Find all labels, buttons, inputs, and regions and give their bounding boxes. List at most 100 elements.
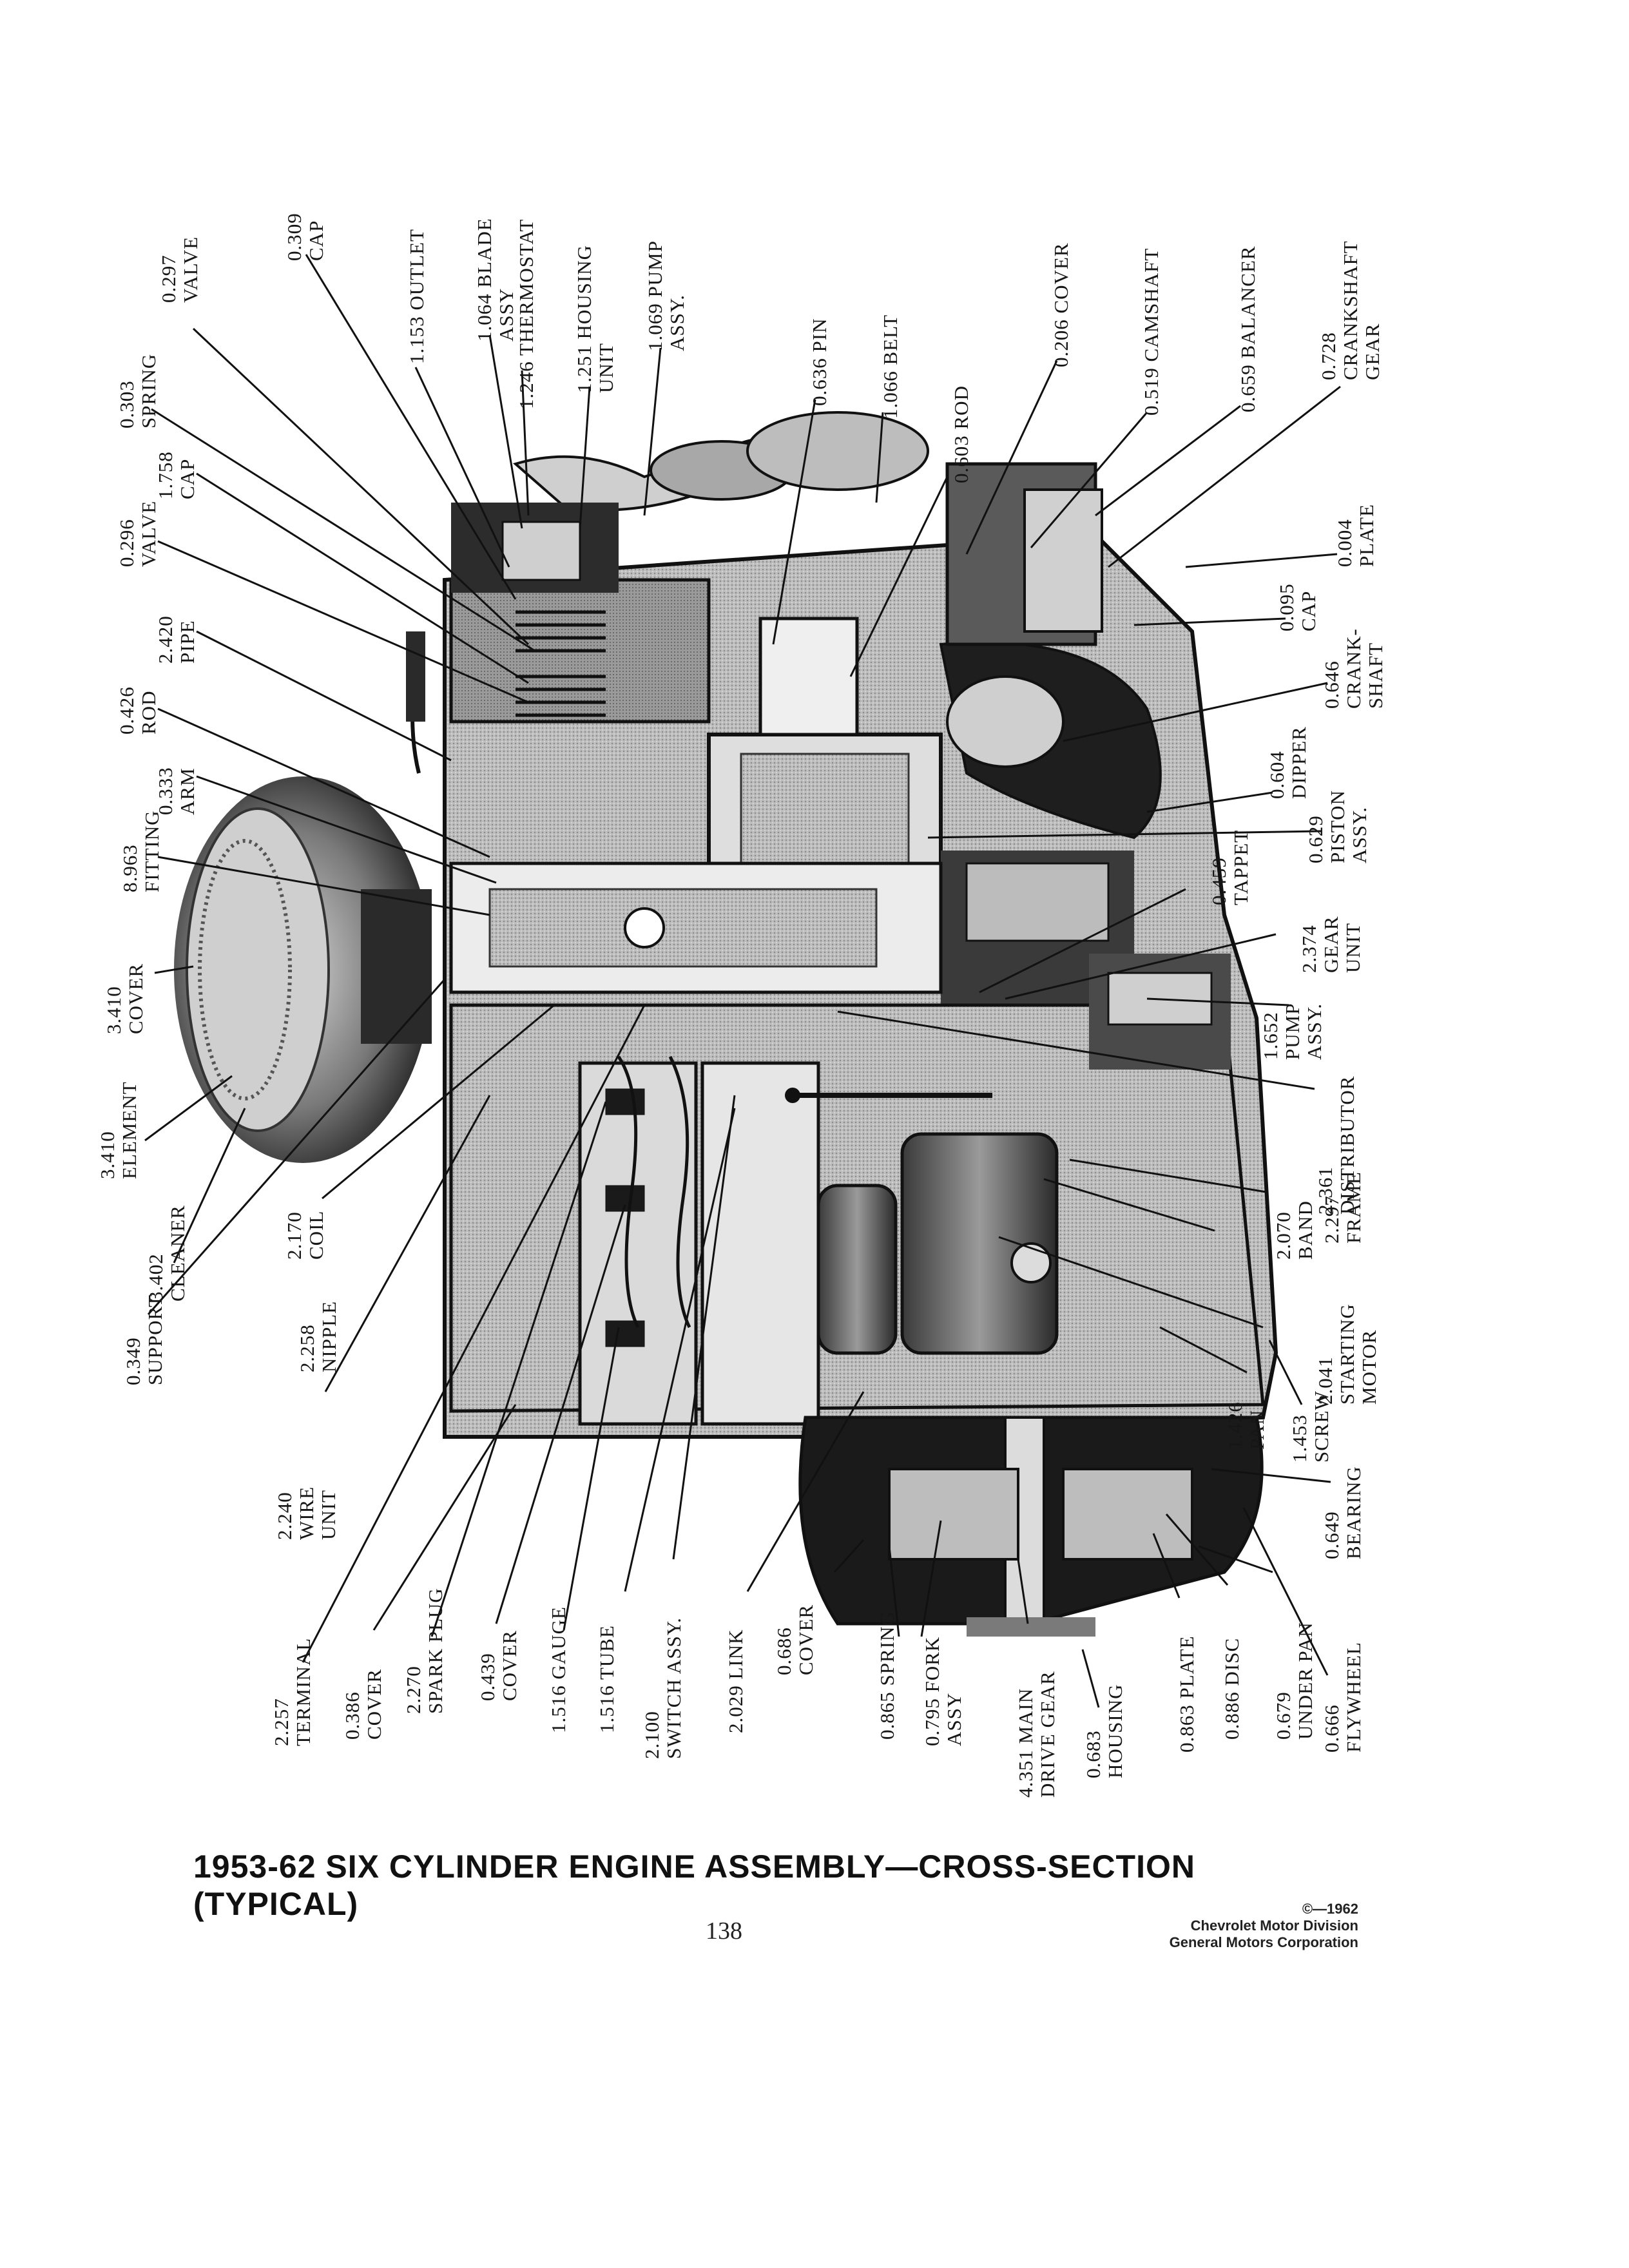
- label-line: 0.095: [1275, 583, 1298, 631]
- leader-lines: [144, 254, 1341, 1708]
- copyright-year: ©—1962: [1302, 1901, 1358, 1917]
- label-line: 0.297: [157, 255, 180, 303]
- label-line: 1.426: [1224, 1401, 1246, 1450]
- page-title: 1953-62 SIX CYLINDER ENGINE ASSEMBLY—CRO…: [193, 1849, 1195, 1922]
- label-line: 0.206 COVER: [1050, 242, 1072, 367]
- label-line: 1.246 THERMOSTAT: [515, 218, 537, 409]
- label-line: 0.004: [1333, 519, 1356, 567]
- label-line: 4.351 MAIN: [1014, 1687, 1037, 1798]
- label-line: ASSY.: [666, 294, 688, 351]
- copyright-corporation: General Motors Corporation: [1169, 1934, 1358, 1950]
- label-line: CAP: [305, 220, 327, 261]
- label-line: COVER: [124, 963, 147, 1034]
- label-line: TERMINAL: [292, 1637, 314, 1746]
- label-balancer: 0.659 BALANCER: [1237, 245, 1259, 412]
- label-line: 2.170: [283, 1211, 305, 1260]
- label-line: DIPPER: [1287, 726, 1310, 799]
- label-line: PLATE: [1355, 504, 1378, 567]
- label-line: 0.386: [341, 1691, 363, 1740]
- label-line: 0.296: [115, 519, 138, 567]
- label-line: 0.886 DISC: [1220, 1637, 1243, 1740]
- label-line: 2.100: [641, 1711, 663, 1759]
- label-line: 2.270: [402, 1666, 425, 1714]
- label-line: 0.603 ROD: [950, 385, 972, 483]
- label-line: 1.064 BLADE: [473, 218, 496, 341]
- label-tube: 1.516 TUBE: [595, 1625, 618, 1733]
- label-line: 0.309: [283, 213, 305, 261]
- label-line: 1.652: [1259, 1012, 1282, 1060]
- label-belt: 1.066 BELT: [879, 314, 901, 419]
- label-line: TAPPET: [1229, 829, 1252, 905]
- label-line: VALVE: [179, 236, 202, 303]
- label-line: ELEMENT: [118, 1081, 140, 1179]
- label-line: COVER: [363, 1668, 385, 1740]
- label-line: UNDER PAN: [1294, 1622, 1316, 1740]
- label-line: STARTING: [1336, 1303, 1358, 1405]
- label-plate-863: 0.863 PLATE: [1175, 1635, 1198, 1753]
- label-line: 1.516 GAUGE: [547, 1606, 570, 1733]
- label-line: 0.459: [1208, 857, 1230, 905]
- label-line: HOUSING: [1104, 1684, 1126, 1779]
- label-line: BEARING: [1342, 1466, 1365, 1559]
- label-line: 2.374: [1298, 925, 1320, 973]
- label-line: 0.303: [115, 380, 138, 428]
- label-line: 2.029 LINK: [724, 1629, 747, 1733]
- label-line: PUMP: [1281, 1003, 1304, 1060]
- label-line: ASSY.: [1348, 806, 1371, 863]
- label-line: 3.410: [102, 986, 125, 1034]
- page-number: 138: [706, 1917, 742, 1945]
- label-line: 3.410: [96, 1131, 119, 1179]
- label-line: GEAR: [1320, 916, 1342, 973]
- label-line: PISTON: [1326, 790, 1349, 863]
- label-camshaft: 0.519 CAMSHAFT: [1140, 248, 1162, 416]
- label-line: SPRING: [137, 353, 160, 428]
- label-line: 1.453: [1288, 1414, 1311, 1463]
- label-line: 0.659 BALANCER: [1237, 245, 1259, 412]
- label-line: 0.865 SPRING: [876, 1611, 898, 1740]
- label-line: ASSY.: [1303, 1003, 1325, 1060]
- label-line: 2.420: [154, 615, 177, 664]
- label-line: 2.257: [270, 1698, 293, 1746]
- label-line: GEAR: [1361, 323, 1383, 380]
- label-line: 1.251 HOUSING: [573, 245, 595, 393]
- copyright-division: Chevrolet Motor Division: [1190, 1917, 1358, 1934]
- label-link: 2.029 LINK: [724, 1629, 747, 1733]
- label-line: UNIT: [595, 342, 617, 393]
- label-line: SWITCH ASSY.: [662, 1617, 685, 1759]
- label-line: 0.863 PLATE: [1175, 1635, 1198, 1753]
- label-line: 1.153 OUTLET: [405, 228, 428, 364]
- label-line: VALVE: [137, 500, 160, 567]
- label-line: FITTING: [140, 810, 163, 892]
- label-outlet: 1.153 OUTLET: [405, 228, 428, 364]
- label-line: 0.686: [773, 1627, 795, 1675]
- label-line: PIPE: [176, 620, 198, 664]
- label-line: 1.758: [154, 451, 177, 499]
- label-line: 2.297: [1320, 1195, 1343, 1244]
- label-line: SUPPORT: [144, 1294, 166, 1385]
- label-line: ASSY: [943, 1692, 965, 1746]
- label-line: CAP: [176, 458, 198, 499]
